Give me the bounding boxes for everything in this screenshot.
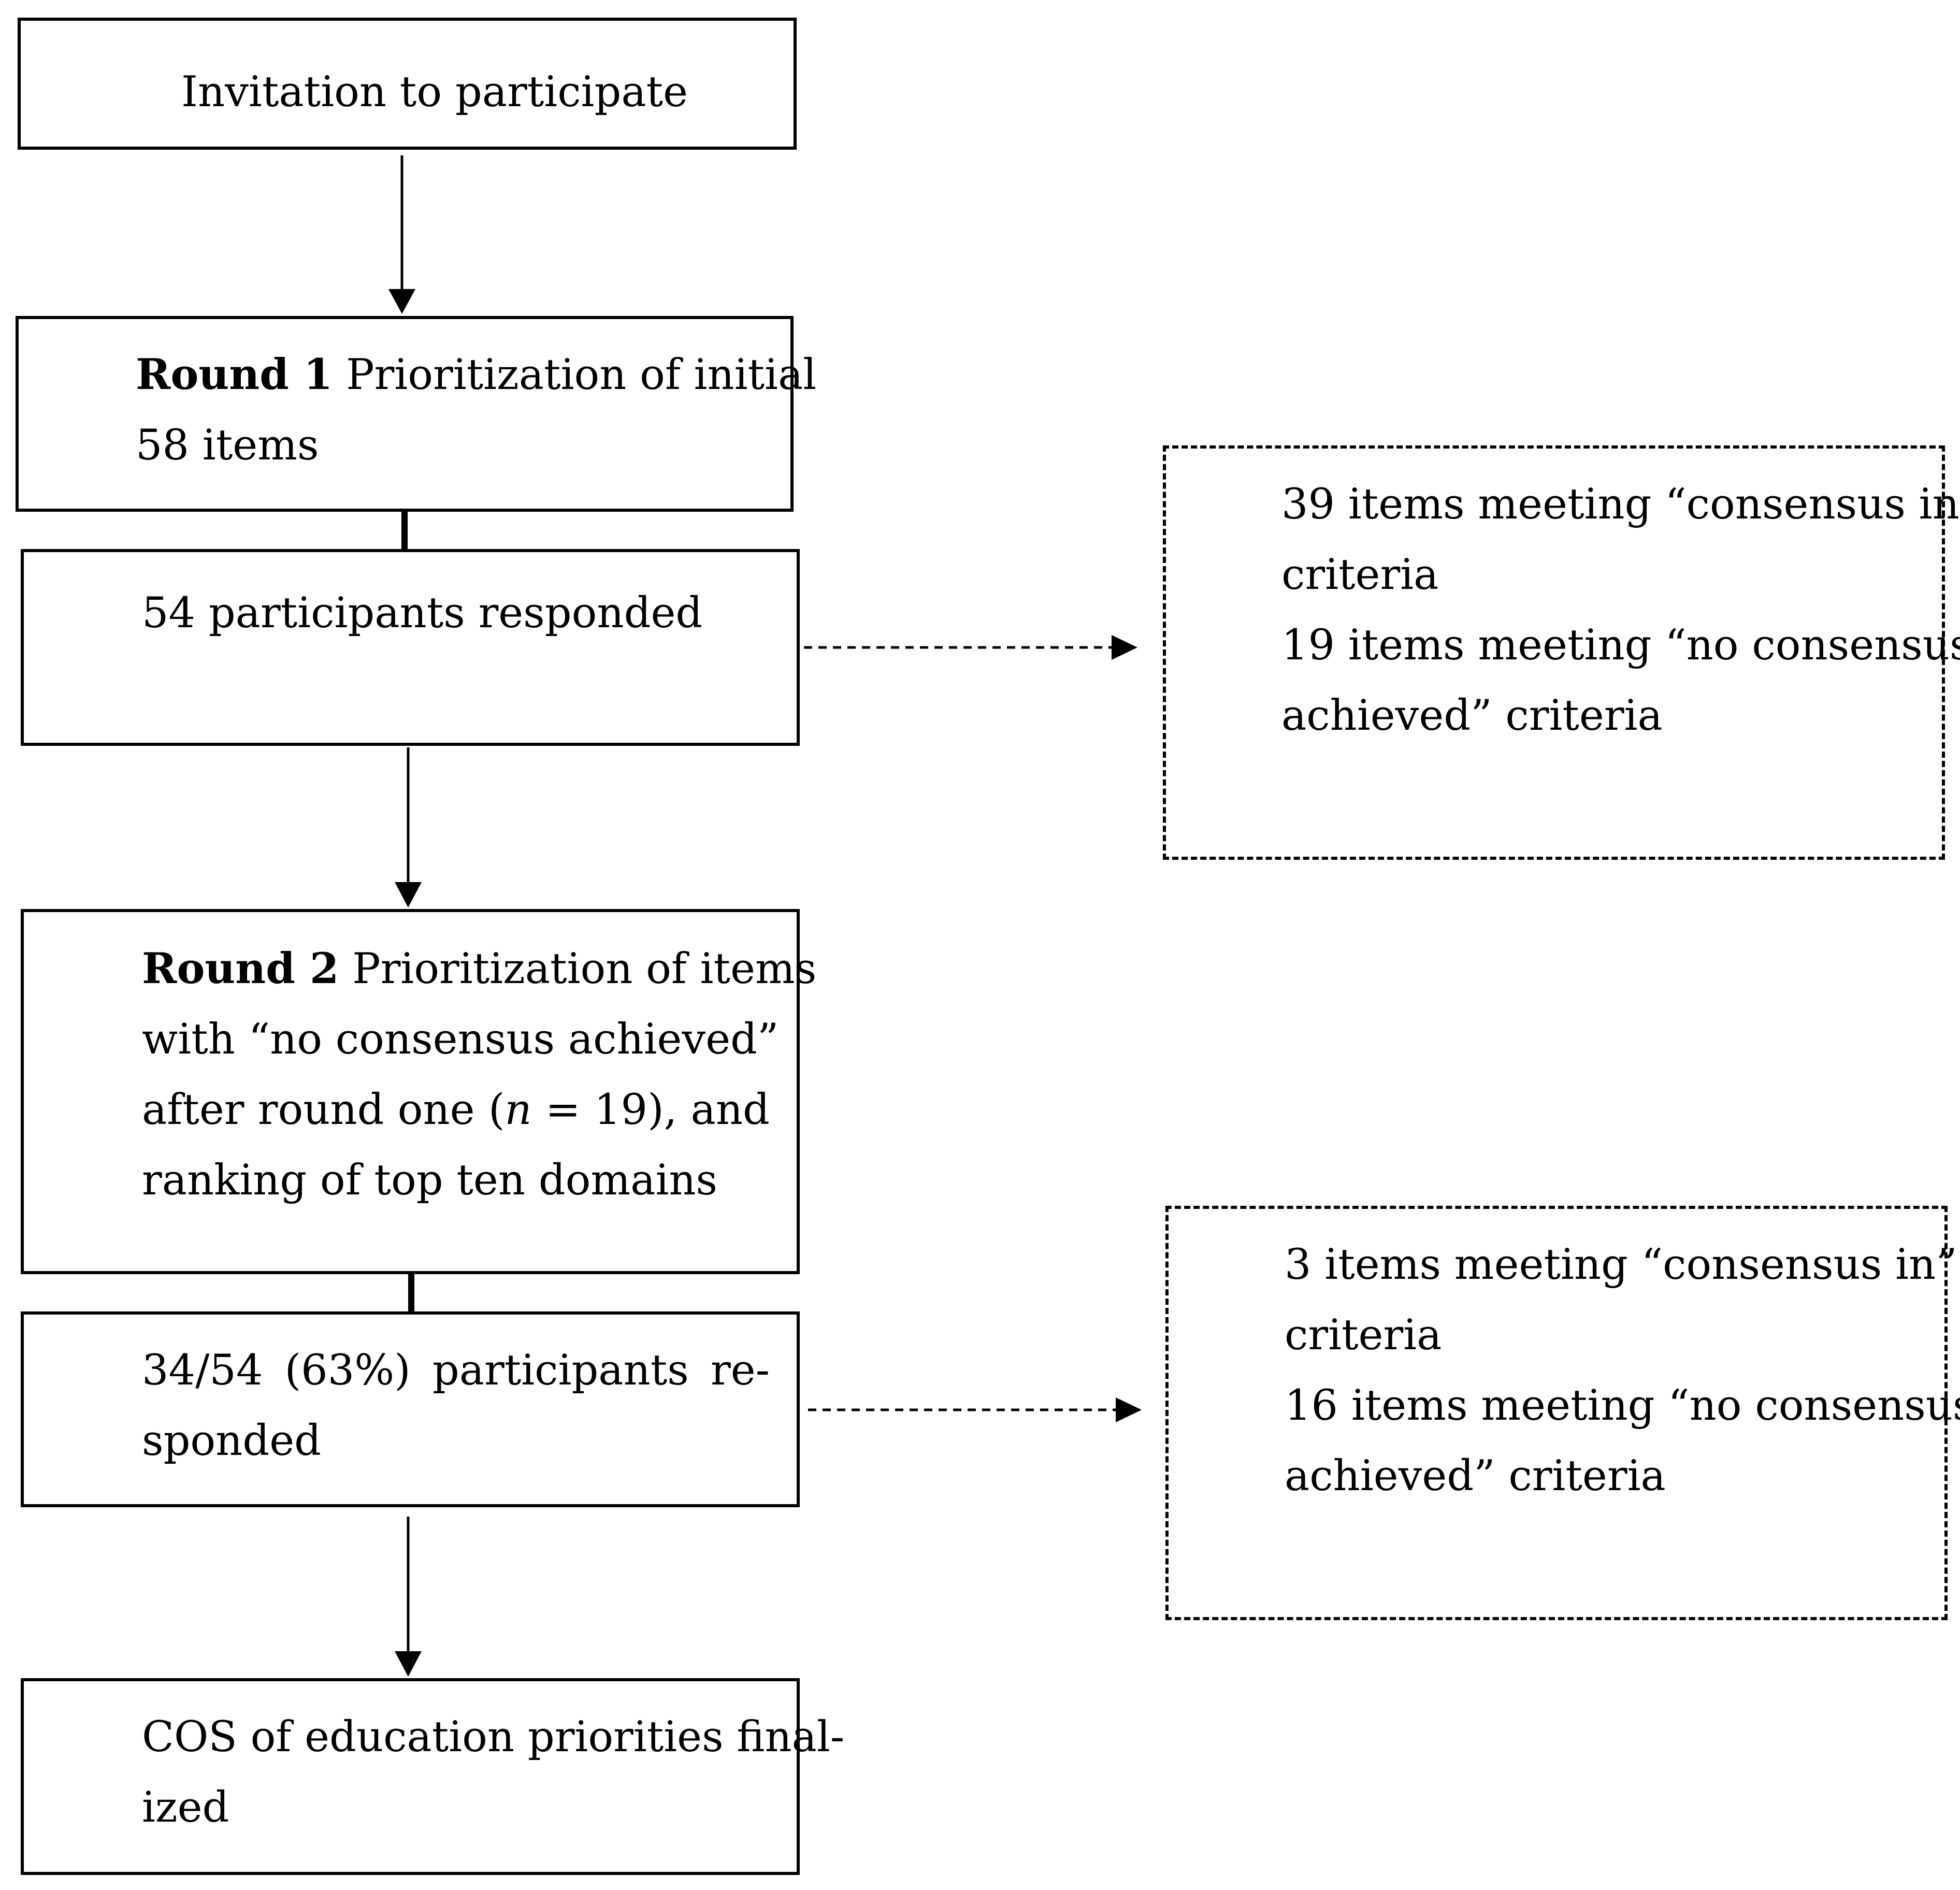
round1-line2: 58 items <box>136 421 319 470</box>
final-line2: ized <box>142 1783 229 1832</box>
round2-response-line2: sponded <box>142 1417 321 1465</box>
round1-outcome-line4: achieved” criteria <box>1281 691 1663 740</box>
round2-outcome-line4: achieved” criteria <box>1285 1452 1666 1501</box>
round1-response-box: 54 participants responded <box>21 549 800 746</box>
round1-outcome-line1: 39 items meeting “consensus in” <box>1281 480 1960 529</box>
round2-outcome-line3: 16 items meeting “no consensus <box>1285 1381 1960 1430</box>
dashed-arrowhead-response1-to-outcome1 <box>1112 635 1137 660</box>
round1-outcome-box: 39 items meeting “consensus in” criteria… <box>1163 445 1960 860</box>
round2-outcome-line2: criteria <box>1285 1311 1442 1360</box>
round2-response-line1: 34/54 (63%) participants re- <box>142 1346 770 1395</box>
round2-line3-pre: after round one ( <box>142 1086 505 1134</box>
round2-outcome-box: 3 items meeting “consensus in” criteria … <box>1165 1206 1960 1620</box>
round2-line3-post: = 19), and <box>531 1086 770 1134</box>
arrowhead-invitation-to-round1 <box>388 289 415 314</box>
round1-outcome-line2: criteria <box>1281 551 1439 599</box>
round1-label: Round 1 <box>136 350 333 399</box>
invitation-text: Invitation to participate <box>181 68 688 117</box>
final-text: COS of education priorities final- ized <box>142 1702 844 1843</box>
round2-outcome-text: 3 items meeting “consensus in” criteria … <box>1285 1230 1960 1511</box>
dashed-arrowhead-response2-to-outcome2 <box>1116 1397 1142 1422</box>
invitation-box: Invitation to participate <box>18 18 797 150</box>
round2-n-symbol: n <box>505 1086 532 1134</box>
round2-label: Round 2 <box>142 944 339 993</box>
round2-response-box: 34/54 (63%) participants re- sponded <box>21 1311 800 1507</box>
round1-text: Round 1 Prioritization of initial 58 ite… <box>136 340 816 481</box>
final-line1: COS of education priorities final- <box>142 1713 845 1762</box>
round1-response-text: 54 participants responded <box>142 589 703 638</box>
round2-line1-rest: Prioritization of items <box>339 945 817 993</box>
round2-text: Round 2 Prioritization of items with “no… <box>142 934 816 1216</box>
final-box: COS of education priorities final- ized <box>21 1678 844 1875</box>
round2-outcome-line1: 3 items meeting “consensus in” <box>1285 1240 1957 1289</box>
arrowhead-response1-to-round2 <box>395 882 422 907</box>
round2-box: Round 2 Prioritization of items with “no… <box>21 909 816 1274</box>
arrowhead-response2-to-final <box>395 1651 422 1677</box>
round2-line4: ranking of top ten domains <box>142 1156 718 1205</box>
round1-box: Round 1 Prioritization of initial 58 ite… <box>16 316 816 512</box>
round1-outcome-text: 39 items meeting “consensus in” criteria… <box>1281 469 1960 751</box>
round1-line1-rest: Prioritization of initial <box>333 351 817 399</box>
round2-line1: Round 2 Prioritization of items <box>142 934 816 1004</box>
round1-outcome-line3: 19 items meeting “no consensus <box>1281 621 1960 670</box>
round2-response-text: 34/54 (63%) participants re- sponded <box>142 1335 770 1476</box>
round2-line2: with “no consensus achieved” <box>142 1015 779 1064</box>
round1-line1: Round 1 Prioritization of initial <box>136 340 816 410</box>
round2-line3: after round one (n = 19), and <box>142 1075 770 1145</box>
